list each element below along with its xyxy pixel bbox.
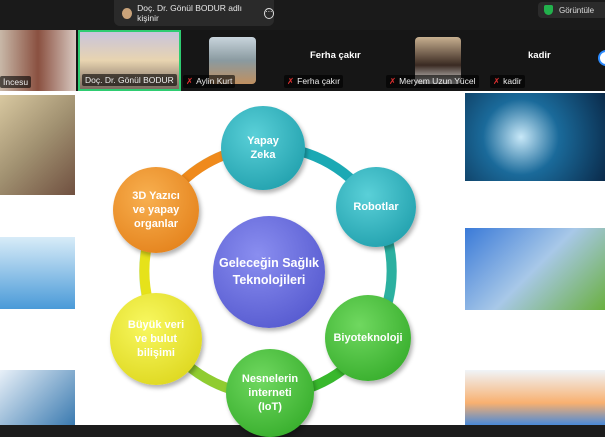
participant-tile[interactable]: kadir ✗kadir bbox=[490, 30, 595, 91]
slide-image bbox=[0, 237, 75, 309]
slide-image bbox=[465, 228, 605, 310]
participant-name: İncesu bbox=[0, 76, 32, 88]
participant-name: kadir bbox=[503, 76, 522, 86]
diagram-node-big-data: Büyük veri ve bulut bilişimi bbox=[110, 293, 202, 385]
slide-image bbox=[465, 93, 605, 181]
more-icon[interactable]: ⋯ bbox=[263, 7, 275, 19]
mic-muted-icon: ✗ bbox=[287, 76, 295, 86]
slide-image bbox=[0, 370, 75, 425]
share-tab[interactable]: Doç. Dr. Gönül BODUR adlı kişinir ⋯ bbox=[114, 0, 275, 26]
participant-tile[interactable]: ✗Aylin Kurt bbox=[183, 30, 283, 91]
participant-name: Aylin Kurt bbox=[196, 76, 233, 86]
participant-name: Meryem Uzun Yücel bbox=[399, 76, 476, 86]
diagram-node-iot: Nesnelerin interneti (IoT) bbox=[226, 349, 314, 437]
view-options-button[interactable]: Görüntüle bbox=[538, 2, 605, 18]
slide-image bbox=[465, 370, 605, 425]
diagram-node-3d-printing: 3D Yazıcı ve yapay organlar bbox=[113, 167, 199, 253]
participant-video-active[interactable]: Doç. Dr. Gönül BODUR bbox=[78, 30, 181, 91]
mic-muted-icon: ✗ bbox=[186, 76, 194, 86]
avatar bbox=[122, 7, 133, 19]
participant-tile[interactable]: Ferha çakır ✗Ferha çakır bbox=[284, 30, 384, 91]
participant-name: Ferha çakır bbox=[297, 76, 341, 86]
slide-image bbox=[0, 95, 75, 195]
participant-name: Doç. Dr. Gönül BODUR bbox=[82, 74, 177, 86]
shared-slide: Geleceğin Sağlık Teknolojileri Yapay Zek… bbox=[0, 91, 605, 437]
diagram-node-biotech: Biyoteknoloji bbox=[325, 295, 411, 381]
mic-muted-icon: ✗ bbox=[493, 76, 501, 86]
participant-video[interactable]: İncesu bbox=[0, 30, 76, 91]
next-page-button[interactable] bbox=[598, 50, 605, 66]
diagram-node-robots: Robotlar bbox=[336, 167, 416, 247]
mic-muted-icon: ✗ bbox=[389, 76, 397, 86]
shield-icon bbox=[544, 5, 553, 15]
participant-tile[interactable]: ✗Meryem Uzun Yücel bbox=[386, 30, 490, 91]
view-label: Görüntüle bbox=[559, 5, 595, 15]
diagram-node-ai: Yapay Zeka bbox=[221, 106, 305, 190]
participant-strip: İncesu Doç. Dr. Gönül BODUR ✗Aylin Kurt … bbox=[0, 30, 605, 91]
top-bar: Doç. Dr. Gönül BODUR adlı kişinir ⋯ Görü… bbox=[0, 0, 605, 30]
diagram-center: Geleceğin Sağlık Teknolojileri bbox=[213, 216, 325, 328]
participant-display-name: kadir bbox=[528, 50, 551, 61]
tab-title: Doç. Dr. Gönül BODUR adlı kişinir bbox=[137, 3, 242, 23]
participant-display-name: Ferha çakır bbox=[310, 50, 361, 61]
